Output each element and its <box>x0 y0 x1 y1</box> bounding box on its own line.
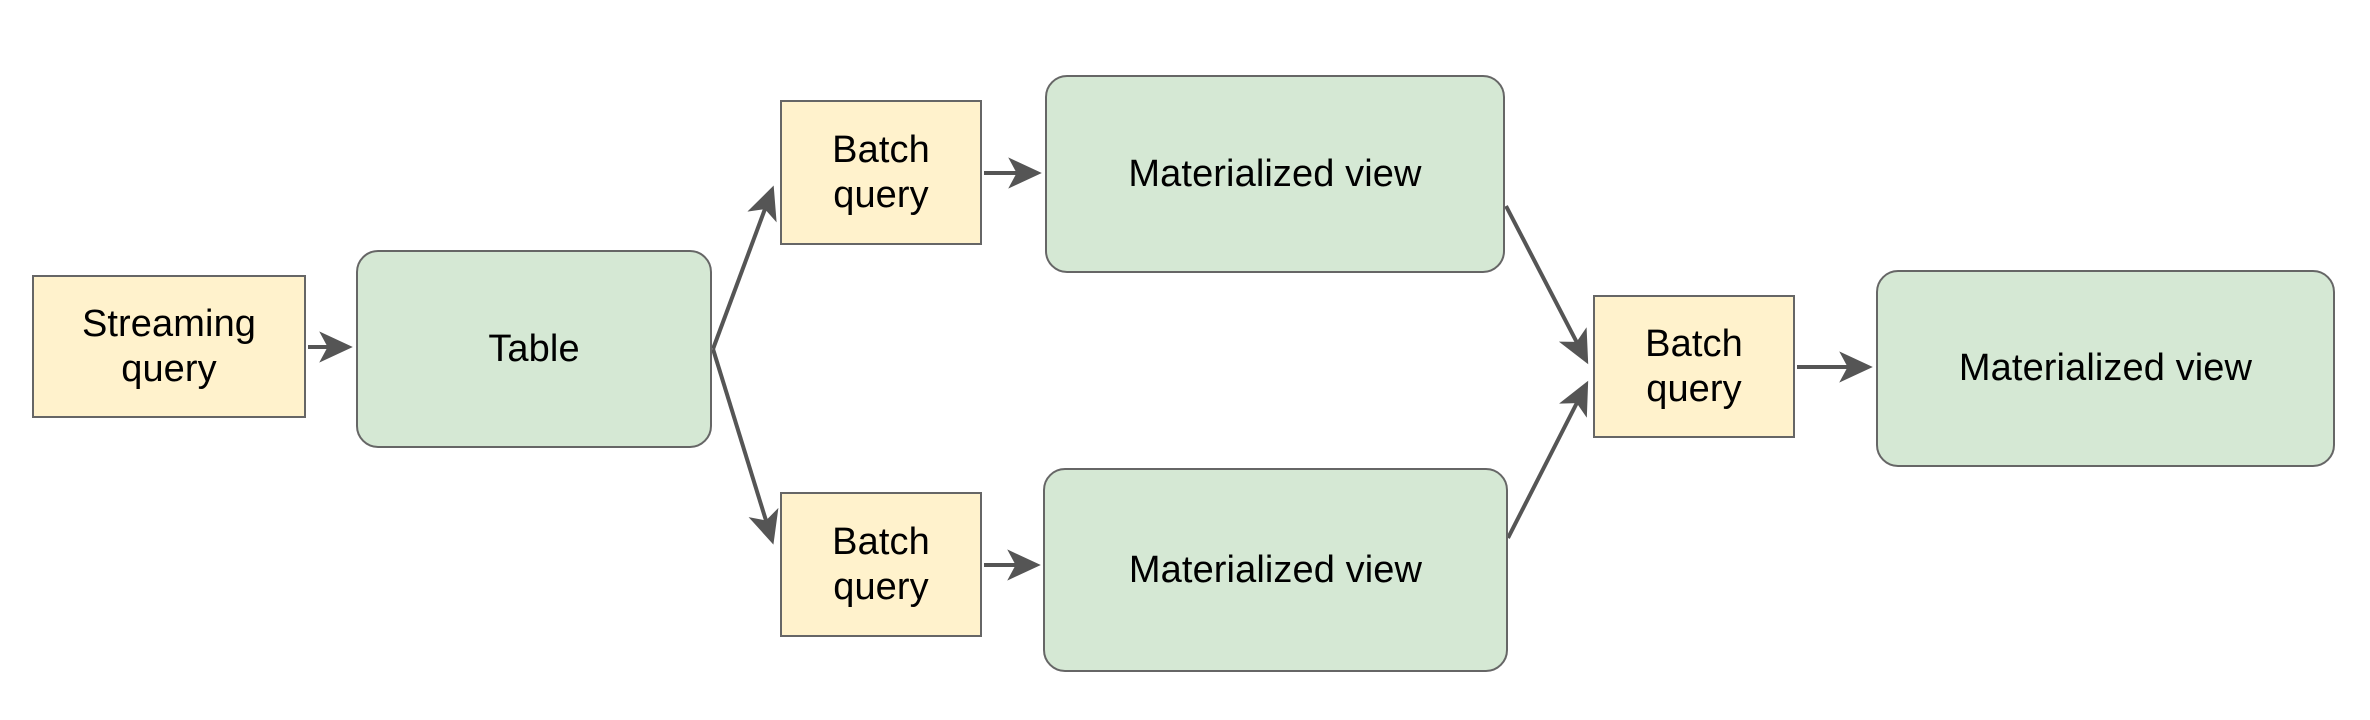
node-batch-query-right[interactable]: Batch query <box>1593 295 1795 438</box>
edge-table-to-batch-bottom <box>711 348 779 545</box>
node-label-streaming-query: Streaming query <box>81 302 257 390</box>
node-label-materialized-view-top: Materialized view <box>1128 152 1422 195</box>
edge-mv-top-to-batch-right <box>1504 205 1589 365</box>
node-label-batch-query-right: Batch query <box>1645 322 1743 410</box>
node-materialized-view-bottom[interactable]: Materialized view <box>1043 468 1508 672</box>
node-label-batch-query-bottom: Batch query <box>832 520 930 608</box>
node-batch-query-top[interactable]: Batch query <box>780 100 982 245</box>
node-materialized-view-final[interactable]: Materialized view <box>1876 270 2335 467</box>
edge-mv-bottom-to-batch-right <box>1506 380 1589 539</box>
edge-table-to-batch-top <box>711 185 777 350</box>
node-materialized-view-top[interactable]: Materialized view <box>1045 75 1505 273</box>
node-label-materialized-view-final: Materialized view <box>1958 347 2253 390</box>
node-table[interactable]: Table <box>356 250 712 448</box>
node-streaming-query[interactable]: Streaming query <box>32 275 306 418</box>
node-label-table: Table <box>488 327 580 370</box>
node-batch-query-bottom[interactable]: Batch query <box>780 492 982 637</box>
node-label-batch-query-top: Batch query <box>832 128 930 216</box>
node-label-materialized-view-bottom: Materialized view <box>1128 548 1423 591</box>
